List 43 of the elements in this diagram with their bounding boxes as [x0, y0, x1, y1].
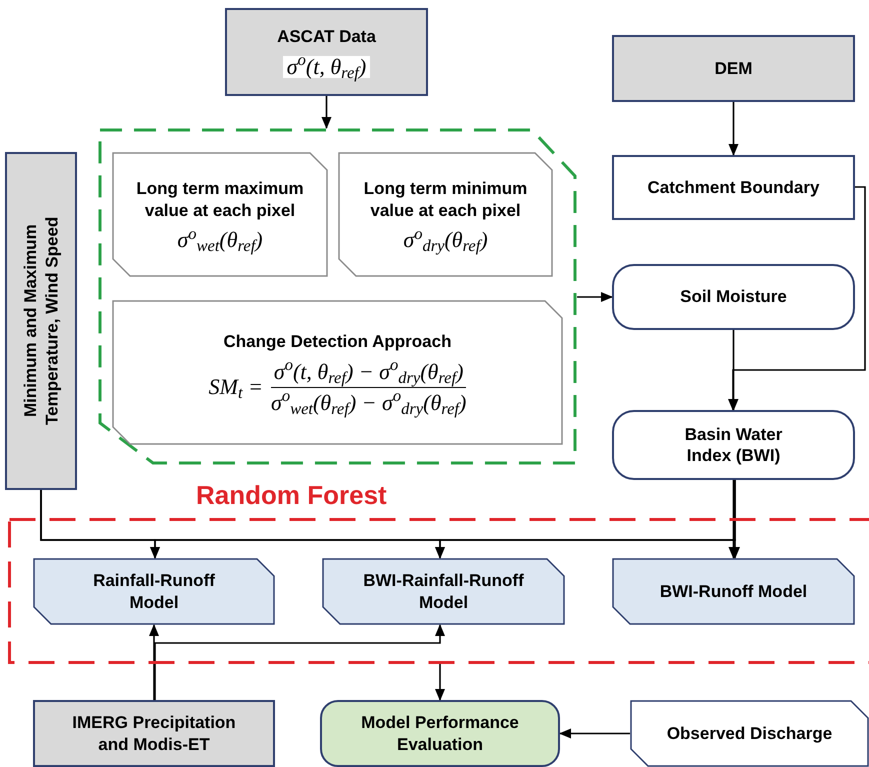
arrow — [435, 664, 445, 701]
node-label: Catchment Boundary — [646, 176, 820, 198]
data-source-box — [225, 8, 428, 96]
model-box — [612, 558, 855, 625]
node-label: DEM — [714, 58, 754, 80]
model-box — [33, 558, 275, 625]
evaluation-box — [320, 700, 560, 767]
arrow — [559, 728, 630, 738]
node-label: IMERG Precipitation and Modis-ET — [71, 712, 237, 755]
formula: σ$^{o}$(t, θ$_{ref}$) − σ$^{o}$$_{dry}$(θ$_{ref}$) — [274, 360, 464, 387]
dashed-group-outline — [8, 482, 869, 664]
data-source-box — [5, 152, 77, 490]
arrow — [728, 186, 866, 411]
data-source-box — [630, 700, 869, 767]
model-box — [322, 558, 565, 625]
node-label: Rainfall-Runoff Model — [92, 570, 216, 613]
node-label: Minimum and Maximum Temperature, Wind Speed — [20, 216, 62, 428]
arrow — [40, 490, 740, 559]
process-box — [112, 300, 563, 445]
node-label: BWI-Runoff Model — [658, 580, 808, 602]
formula: SM$_{t}$ = — [208, 376, 263, 398]
arrow — [435, 480, 736, 559]
node-label: Basin Water Index (BWI) — [684, 424, 784, 466]
node-label: Observed Discharge — [666, 722, 834, 744]
process-box — [112, 152, 328, 277]
rounded-box — [612, 410, 855, 480]
process-box — [338, 152, 553, 277]
group-heading: Random Forest — [196, 482, 387, 508]
arrow — [149, 624, 159, 700]
node-label: BWI-Rainfall-Runoff Model — [362, 570, 525, 613]
data-source-box — [33, 700, 275, 767]
node-label: Change Detection Approach — [224, 331, 452, 353]
process-box — [612, 155, 855, 220]
rounded-box — [612, 264, 855, 330]
node-label: Soil Moisture — [679, 286, 788, 308]
node-label: Model Performance Evaluation — [360, 712, 520, 755]
data-source-box — [612, 35, 855, 102]
arrow — [154, 624, 445, 700]
arrow — [577, 292, 613, 302]
arrow — [728, 102, 738, 156]
arrow — [322, 96, 332, 129]
node-label: ASCAT Data — [276, 26, 377, 48]
dashed-group-outline — [98, 128, 577, 465]
